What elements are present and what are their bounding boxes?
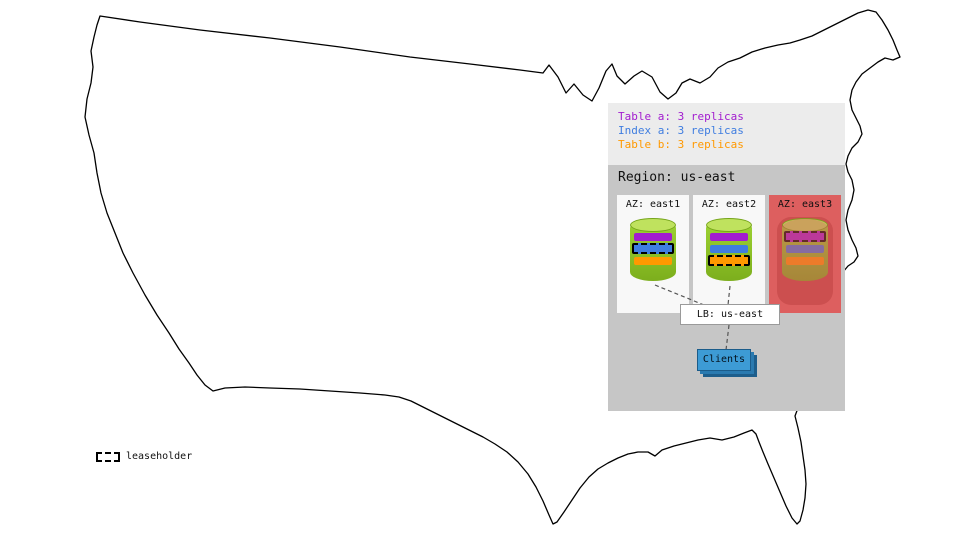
replica-index-a: [786, 245, 824, 253]
az-east1: AZ: east1: [617, 195, 689, 313]
leaseholder-swatch-icon: [96, 451, 120, 462]
replica-table-b: [634, 257, 672, 265]
legend-index-a: Index a: 3 replicas: [618, 124, 744, 137]
region-us-east: Region: us-east AZ: east1 AZ: east2 AZ: …: [608, 165, 845, 411]
replica-table-a-leaseholder: [784, 231, 826, 242]
replica-table-a: [634, 233, 672, 241]
load-balancer: LB: us-east: [680, 304, 780, 325]
az-east2-label: AZ: east2: [701, 199, 757, 210]
replica-index-a: [710, 245, 748, 253]
cylinder-top-ellipse: [630, 218, 676, 232]
region-title: Region: us-east: [618, 170, 736, 185]
az-east1-label: AZ: east1: [625, 199, 681, 210]
legend-table-a: Table a: 3 replicas: [618, 110, 744, 123]
database-cylinder-east2: [706, 218, 752, 281]
leaseholder-key: leaseholder: [96, 451, 192, 462]
replica-legend: Table a: 3 replicas Index a: 3 replicas …: [608, 103, 845, 165]
az-east3: AZ: east3: [769, 195, 841, 313]
replica-table-b-leaseholder: [708, 255, 750, 266]
leaseholder-key-label: leaseholder: [126, 451, 193, 462]
database-cylinder-east1: [630, 218, 676, 281]
database-cylinder-east3: [782, 218, 828, 281]
cylinder-top-ellipse: [782, 218, 828, 232]
az-east2: AZ: east2: [693, 195, 765, 313]
replica-table-b: [786, 257, 824, 265]
az-east3-label: AZ: east3: [777, 199, 833, 210]
replica-table-a: [710, 233, 748, 241]
replica-index-a-leaseholder: [632, 243, 674, 254]
cylinder-top-ellipse: [706, 218, 752, 232]
clients-node: Clients: [697, 349, 751, 371]
legend-table-b: Table b: 3 replicas: [618, 138, 744, 151]
